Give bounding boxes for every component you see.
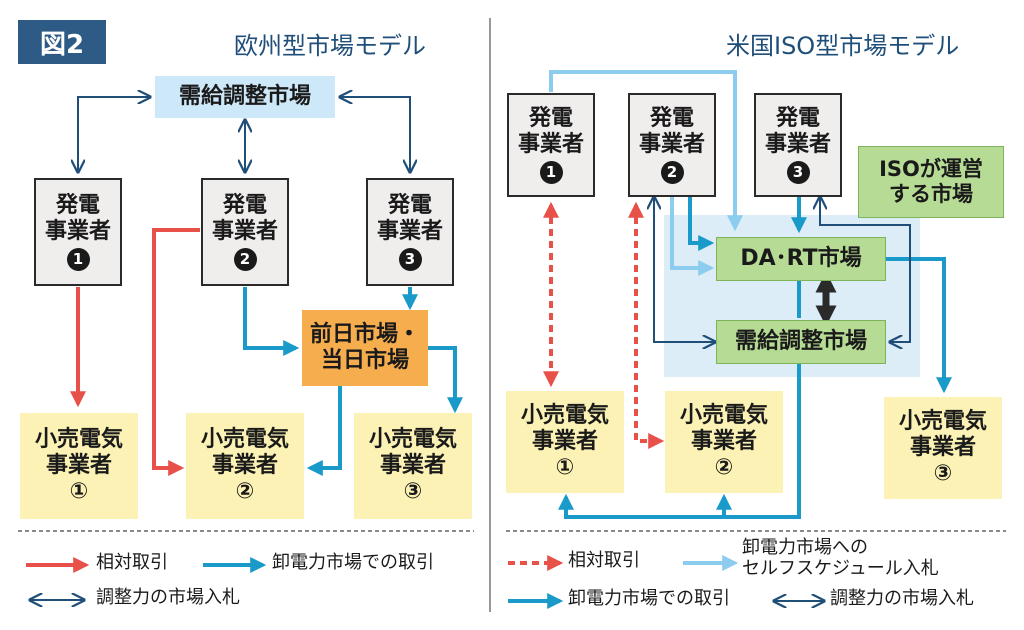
left-retailer-1: 小売電気 事業者 ① (20, 413, 138, 519)
generator-label-line2: 事業者 (376, 219, 443, 244)
generator-number: 2 (233, 247, 257, 271)
retailer-number: ② (714, 454, 734, 480)
left-generator-2: 発電 事業者 2 (201, 178, 289, 286)
left-retailer-2: 小売電気 事業者 ② (186, 413, 304, 519)
right-wholesale-to-ret1 (558, 362, 801, 519)
generator-number: 1 (66, 247, 90, 271)
generator-label-line2: 事業者 (517, 132, 584, 157)
retailer-label-line2: 事業者 (211, 453, 278, 479)
right-bilateral-gen2-ret2 (628, 201, 665, 449)
legend-left-wholesale: 卸電力市場での取引 (272, 552, 434, 573)
left-bid-gen3 (340, 97, 410, 172)
generator-label-line1: 発電 (387, 193, 432, 219)
right-wholesale-dart-ret3 (886, 257, 952, 394)
retailer-label-line1: 小売電気 (679, 403, 768, 429)
legend-right-balancing-bid: 調整力の市場入札 (830, 588, 974, 609)
left-balancing-market: 需給調整市場 (155, 76, 335, 118)
generator-label-line2: 事業者 (638, 132, 705, 157)
legend-self-schedule-line2: セルフスケジュール入札 (742, 557, 939, 579)
spot-market-line2: 当日市場 (320, 348, 409, 373)
retailer-label-line1: 小売電気 (520, 403, 609, 429)
right-generator-3: 発電 事業者 3 (754, 93, 842, 197)
retailer-number: ① (555, 454, 575, 480)
left-bid-gen1 (78, 97, 150, 172)
left-spot-market: 前日市場・ 当日市場 (302, 310, 428, 386)
spot-market-line1: 前日市場・ (309, 322, 420, 348)
generator-label-line2: 事業者 (44, 219, 111, 244)
generator-label-line1: 発電 (528, 106, 573, 132)
left-wholesale-gen2-spot (243, 287, 300, 356)
retailer-label-line1: 小売電気 (898, 409, 987, 435)
legend-right-bilateral: 相対取引 (568, 550, 640, 571)
right-bid-gen2 (654, 197, 715, 342)
right-title: 米国ISO型市場モデル (726, 32, 960, 60)
generator-label-line1: 発電 (775, 106, 820, 132)
legend-left-bilateral: 相対取引 (96, 552, 168, 573)
generator-label-line1: 発電 (55, 193, 100, 219)
retailer-number: ② (235, 478, 255, 504)
retailer-label-line2: 事業者 (379, 453, 446, 479)
figure-badge: 図2 (18, 20, 106, 64)
right-retailer-1: 小売電気 事業者 ① (506, 391, 624, 493)
generator-label-line2: 事業者 (764, 132, 831, 157)
right-generator-2: 発電 事業者 2 (628, 93, 716, 197)
left-generator-3: 発電 事業者 3 (366, 178, 454, 286)
legend-right-self-schedule: 卸電力市場への セルフスケジュール入札 (742, 537, 939, 579)
iso-label-line2: する市場 (889, 182, 973, 206)
retailer-label-line2: 事業者 (531, 429, 598, 455)
retailer-label-line2: 事業者 (45, 453, 112, 479)
retailer-number: ① (69, 478, 89, 504)
retailer-label-line1: 小売電気 (200, 427, 289, 453)
right-da-rt-market: DA･RT市場 (716, 237, 886, 281)
generator-label-line1: 発電 (222, 193, 267, 219)
right-selfsched-gen1 (549, 70, 743, 232)
retailer-label-line1: 小売電気 (368, 427, 457, 453)
generator-label-line1: 発電 (649, 106, 694, 132)
left-bilateral-gen2-ret2 (152, 228, 200, 476)
left-generator-1: 発電 事業者 1 (34, 178, 122, 286)
retailer-number: ③ (933, 460, 953, 486)
left-wholesale-spot-ret2 (306, 386, 342, 476)
iso-market-label: ISOが運営 する市場 (858, 146, 1004, 218)
generator-number: 3 (398, 247, 422, 271)
left-retailer-3: 小売電気 事業者 ③ (354, 413, 472, 519)
legend-left-balancing-bid: 調整力の市場入札 (96, 587, 240, 608)
legend-right-wholesale: 卸電力市場での取引 (568, 588, 730, 609)
retailer-label-line2: 事業者 (909, 435, 976, 461)
left-wholesale-spot-ret3 (428, 346, 463, 414)
iso-label-line1: ISOが運営 (879, 157, 983, 182)
retailer-number: ③ (403, 478, 423, 504)
generator-number: 1 (539, 160, 563, 184)
right-retailer-2: 小売電気 事業者 ② (665, 391, 783, 493)
right-balancing-market: 需給調整市場 (716, 320, 886, 364)
right-bid-gen3 (820, 197, 911, 342)
generator-number: 2 (660, 160, 684, 184)
left-title: 欧州型市場モデル (234, 32, 426, 60)
generator-number: 3 (786, 160, 810, 184)
generator-label-line2: 事業者 (211, 219, 278, 244)
legend-self-schedule-line1: 卸電力市場への (742, 537, 868, 558)
retailer-label-line2: 事業者 (690, 429, 757, 455)
retailer-label-line1: 小売電気 (34, 427, 123, 453)
right-retailer-3: 小売電気 事業者 ③ (884, 397, 1002, 499)
right-generator-1: 発電 事業者 1 (507, 93, 595, 197)
